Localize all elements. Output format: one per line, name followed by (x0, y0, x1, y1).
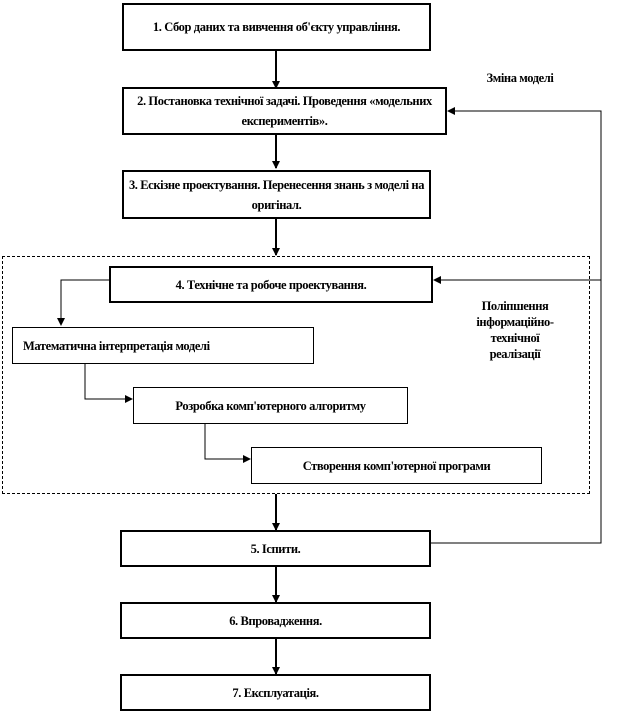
arrow-step4-to-sub1 (57, 279, 110, 326)
model-change-text: Зміна моделі (486, 71, 554, 85)
step-2-label: 2. Постановка технічної задачі. Проведен… (137, 94, 432, 128)
substep-program-label: Створення комп'ютерної програми (302, 458, 491, 473)
step-4-box[interactable]: 4. Технічне та робоче проектування. (109, 266, 433, 303)
improvement-line-3: технічної (490, 331, 540, 345)
improvement-label: Поліпшення інформаційно- технічної реалі… (455, 298, 575, 362)
improvement-line-4: реалізації (489, 347, 541, 361)
step-1-label: 1. Сбор даних та вивчення об'єкту управл… (152, 20, 401, 34)
step-1-box[interactable]: 1. Сбор даних та вивчення об'єкту управл… (122, 3, 431, 51)
improvement-line-1: Поліпшення (481, 299, 549, 313)
step-6-box[interactable]: 6. Впровадження. (120, 602, 431, 639)
substep-algorithm-box[interactable]: Розробка комп'ютерного алгоритму (133, 387, 408, 424)
model-change-label: Зміна моделі (470, 70, 570, 86)
step-5-box[interactable]: 5. Іспити. (120, 530, 431, 567)
feedback-line-step5-to-step2 (431, 107, 602, 544)
step-3-box[interactable]: 3. Ескізне проектування. Перенесення зна… (122, 170, 431, 219)
step-6-label: 6. Впровадження. (229, 613, 322, 628)
substep-math-interpretation-box[interactable]: Математична інтерпретація моделі (12, 327, 314, 364)
technical-design-group (2, 256, 590, 494)
step-7-label: 7. Експлуатація. (232, 685, 319, 700)
step-3-label: 3. Ескізне проектування. Перенесення зна… (128, 177, 425, 212)
step-5-label: 5. Іспити. (250, 541, 301, 556)
arrow-sub2-to-sub3 (204, 424, 251, 463)
arrow-sub1-to-sub2 (84, 363, 133, 403)
step-7-box[interactable]: 7. Експлуатація. (120, 674, 431, 711)
step-4-label: 4. Технічне та робоче проектування. (175, 277, 367, 292)
step-2-box[interactable]: 2. Постановка технічної задачі. Проведен… (122, 87, 447, 135)
improvement-line-2: інформаційно- (476, 315, 554, 329)
substep-math-interpretation-label: Математична інтерпретація моделі (23, 338, 210, 353)
substep-program-box[interactable]: Створення комп'ютерної програми (251, 447, 542, 484)
substep-algorithm-label: Розробка комп'ютерного алгоритму (175, 398, 366, 413)
